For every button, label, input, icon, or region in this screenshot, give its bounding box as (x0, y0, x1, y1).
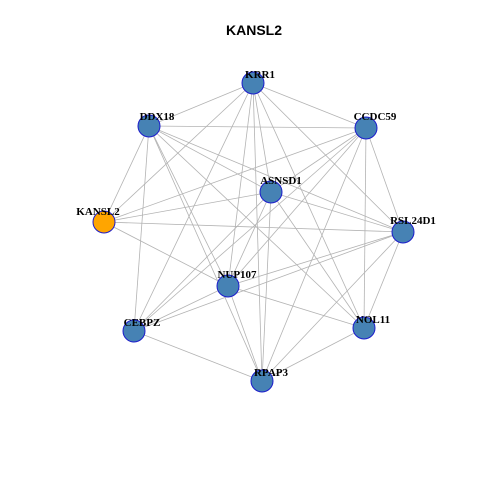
edge-asnsd1-rpap3 (261, 191, 272, 382)
node-ccdc59[interactable] (354, 116, 378, 140)
edge-krr1-ccdc59 (252, 82, 367, 129)
edge-rsl24d1-nol11 (363, 231, 404, 329)
edge-asnsd1-cebpz (133, 191, 272, 332)
edge-rsl24d1-kansl2 (103, 221, 404, 233)
edge-krr1-nol11 (252, 82, 365, 329)
edge-krr1-ddx18 (148, 82, 254, 127)
node-label-ccdc59: CCDC59 (354, 111, 397, 123)
edge-krr1-cebpz (133, 82, 254, 332)
edge-krr1-rsl24d1 (252, 82, 404, 233)
node-krr1[interactable] (241, 71, 265, 95)
node-nol11[interactable] (352, 316, 376, 340)
edge-layer (103, 82, 404, 382)
node-label-rpap3: RPAP3 (254, 367, 289, 379)
edge-krr1-nup107 (227, 82, 254, 287)
edge-nup107-nol11 (227, 285, 365, 329)
node-cebpz[interactable] (122, 319, 146, 343)
edge-ccdc59-kansl2 (103, 127, 367, 223)
edge-nup107-kansl2 (103, 221, 229, 287)
edge-krr1-kansl2 (103, 82, 254, 223)
edge-rsl24d1-cebpz (133, 231, 404, 332)
node-label-kansl2: KANSL2 (76, 206, 120, 218)
edge-ddx18-asnsd1 (148, 125, 272, 193)
edge-ddx18-rsl24d1 (148, 125, 404, 233)
node-label-asnsd1: ASNSD1 (260, 175, 302, 187)
node-kansl2[interactable] (92, 210, 116, 234)
edge-ddx18-kansl2 (103, 125, 150, 223)
edge-ccdc59-nol11 (363, 127, 367, 329)
edge-rsl24d1-nup107 (227, 231, 404, 287)
edge-ccdc59-nup107 (227, 127, 367, 287)
edge-asnsd1-rsl24d1 (270, 191, 404, 233)
edge-asnsd1-kansl2 (103, 191, 272, 223)
edge-asnsd1-nol11 (270, 191, 365, 329)
node-label-cebpz: CEBPZ (124, 317, 161, 329)
node-rpap3[interactable] (250, 369, 274, 393)
edge-ddx18-cebpz (133, 125, 150, 332)
edge-ccdc59-asnsd1 (270, 127, 367, 193)
node-rsl24d1[interactable] (391, 220, 415, 244)
node-asnsd1[interactable] (259, 180, 283, 204)
node-label-nup107: NUP107 (217, 269, 257, 281)
edge-ddx18-nup107 (148, 125, 229, 287)
edge-krr1-asnsd1 (252, 82, 272, 193)
edge-ccdc59-rsl24d1 (365, 127, 404, 233)
edge-krr1-rpap3 (252, 82, 263, 382)
node-label-ddx18: DDX18 (140, 111, 175, 123)
edge-ccdc59-cebpz (133, 127, 367, 332)
edge-asnsd1-nup107 (227, 191, 272, 287)
node-label-rsl24d1: RSL24D1 (390, 215, 436, 227)
edge-ddx18-rpap3 (148, 125, 263, 382)
edge-nol11-rpap3 (261, 327, 365, 382)
edge-cebpz-rpap3 (133, 330, 263, 382)
edge-ddx18-ccdc59 (148, 125, 367, 129)
edge-nup107-rpap3 (227, 285, 263, 382)
edge-rsl24d1-rpap3 (261, 231, 404, 382)
diagram-title: KANSL2 (226, 22, 282, 38)
node-label-nol11: NOL11 (356, 314, 390, 326)
node-nup107[interactable] (216, 274, 240, 298)
node-ddx18[interactable] (137, 114, 161, 138)
node-layer (92, 71, 415, 393)
node-label-krr1: KRR1 (245, 69, 275, 81)
edge-nup107-cebpz (133, 285, 229, 332)
